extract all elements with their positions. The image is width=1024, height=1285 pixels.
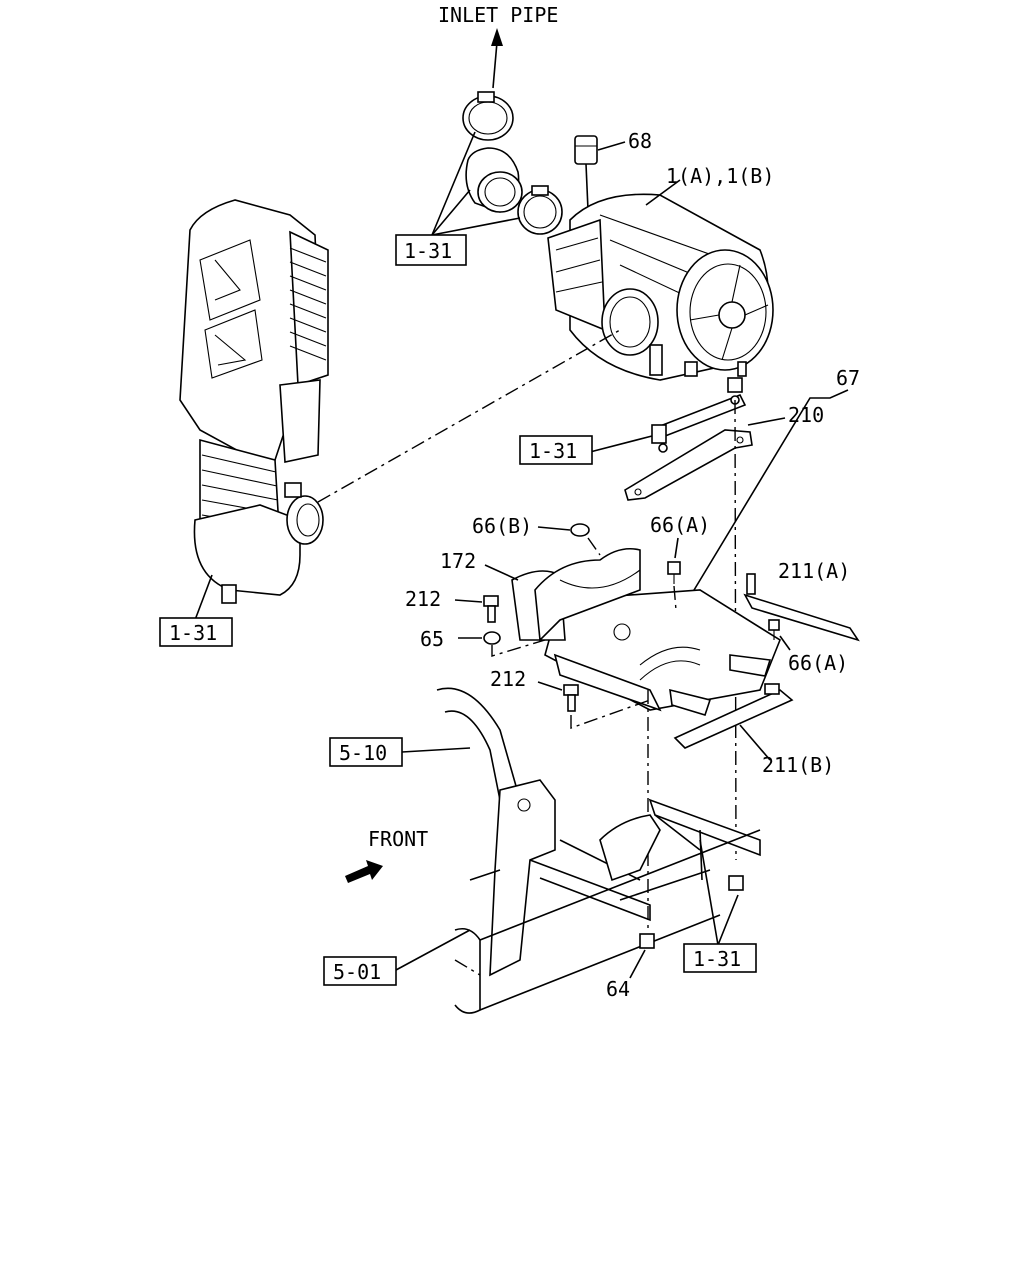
part-65-label: 65 (420, 627, 444, 651)
strip-211b (673, 683, 794, 761)
ref-1-31-d: 1-31 (693, 947, 741, 971)
air-cleaner (547, 179, 774, 381)
washer-65 (458, 631, 546, 657)
nut-64 (629, 933, 655, 979)
part-66a-right-label: 66(A) (788, 651, 848, 675)
chassis-frame (436, 687, 761, 1014)
ref-1-31-b: 1-31 (169, 621, 217, 645)
ref-5-10: 5-10 (339, 741, 387, 765)
strip-211a (743, 573, 860, 642)
ref-5-01: 5-01 (333, 960, 381, 984)
fastener-66a-right (768, 619, 791, 651)
fastener-66a-top (667, 537, 681, 611)
ref-5-10-leader (401, 747, 471, 753)
ref-1-31-a-box (395, 234, 467, 266)
bracket-210 (589, 377, 786, 501)
bolt-212-top (454, 595, 499, 623)
ref-5-01-leader (395, 929, 471, 971)
ref-5-01-box (323, 956, 397, 986)
bolt-212-lower (537, 681, 651, 729)
part-67-label: 67 (836, 366, 860, 390)
part-68-label: 68 (628, 129, 652, 153)
part-212-top-label: 212 (405, 587, 441, 611)
part-172-label: 172 (440, 549, 476, 573)
inlet-pipe-arrow (491, 28, 503, 89)
mount-axis-line-right (734, 399, 737, 861)
ref-1-31-d-box (683, 943, 757, 973)
inlet-hose-group (462, 91, 563, 235)
nut-right-mount (699, 839, 744, 946)
ref-1-31-c-box (519, 435, 593, 465)
part-67-leader (687, 389, 849, 601)
washer-66b (537, 523, 601, 556)
front-label: FRONT (368, 827, 428, 851)
part-1-label: 1(A),1(B) (666, 164, 774, 188)
duct-connection-line (317, 329, 621, 503)
mounting-platform (511, 547, 781, 716)
part-66b-label: 66(B) (472, 514, 532, 538)
part-64-label: 64 (606, 977, 630, 1001)
part-211b-label: 211(B) (762, 753, 834, 777)
ref-1-31-c: 1-31 (529, 439, 577, 463)
part-66a-top-label: 66(A) (650, 513, 710, 537)
part-210-label: 210 (788, 403, 824, 427)
restriction-indicator (574, 135, 626, 211)
ref-5-10-box (329, 737, 403, 767)
ref-1-31-b-leader (194, 574, 213, 621)
ref-1-31-a-leaders (431, 131, 521, 236)
part-211a-label: 211(A) (778, 559, 850, 583)
ref-1-31-a: 1-31 (404, 239, 452, 263)
intake-duct (179, 199, 329, 604)
part-212-lower-label: 212 (490, 667, 526, 691)
ref-1-31-b-box (159, 617, 233, 647)
front-arrow-icon (345, 860, 383, 883)
inlet-pipe-label: INLET PIPE (438, 3, 558, 27)
part-172-leader (484, 564, 519, 581)
